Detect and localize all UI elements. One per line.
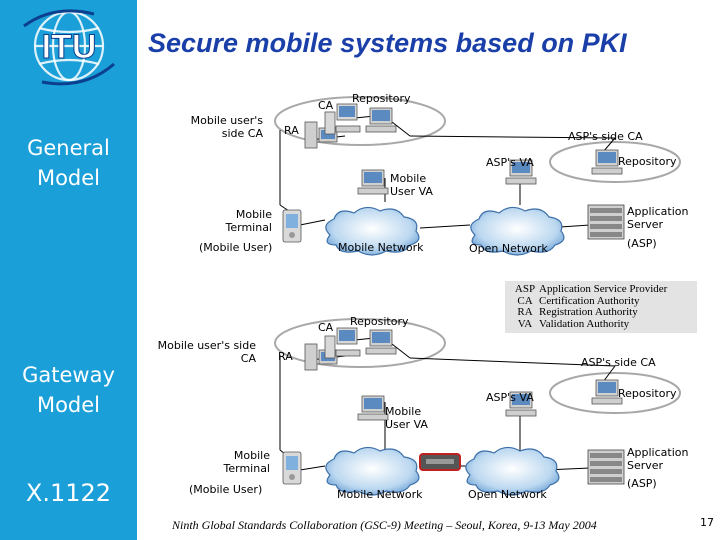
gateway-device-icon bbox=[419, 453, 461, 471]
mobile-terminal-icon bbox=[282, 209, 302, 243]
general-ca-label: CA bbox=[318, 99, 334, 112]
general-model-label: General Model bbox=[27, 136, 110, 190]
general-asps-side-ca-label: ASP's side CA bbox=[568, 130, 643, 143]
gateway-asp-repository-label: Repository bbox=[618, 387, 677, 400]
gateway-ra-label: RA bbox=[278, 350, 293, 363]
application-server-icon bbox=[587, 204, 625, 240]
general-mobile-users-side-ca-label: Mobile user's side CA bbox=[190, 114, 263, 140]
gateway-asp-label: (ASP) bbox=[627, 477, 657, 490]
logo-text: ITU bbox=[42, 28, 97, 66]
page-number: 17 bbox=[700, 516, 714, 529]
gateway-ca-label: CA bbox=[318, 321, 334, 334]
general-asp-label: (ASP) bbox=[627, 237, 657, 250]
itu-logo: ITU bbox=[23, 9, 115, 86]
general-application-server-label: Application Server bbox=[627, 205, 689, 231]
sidebar bbox=[0, 0, 137, 540]
gateway-asps-va-label: ASP's VA bbox=[486, 391, 534, 404]
gateway-open-network-label: Open Network bbox=[468, 488, 547, 501]
gateway-repository-label: Repository bbox=[350, 315, 409, 328]
gateway-mobile-user-label: (Mobile User) bbox=[189, 483, 263, 496]
gateway-asps-side-ca-label: ASP's side CA bbox=[581, 356, 656, 369]
general-mobile-user-label: (Mobile User) bbox=[199, 241, 273, 254]
general-asps-va-label: ASP's VA bbox=[486, 156, 534, 169]
general-asp-repository-label: Repository bbox=[618, 155, 677, 168]
gateway-mobile-terminal-label: Mobile Terminal bbox=[223, 449, 271, 475]
gateway-mobile-user-va-icon bbox=[357, 395, 389, 421]
general-mobile-user-va-label: Mobile User VA bbox=[390, 172, 433, 198]
gateway-application-server-label: Application Server bbox=[627, 446, 689, 472]
gateway-repository-icon bbox=[365, 329, 397, 355]
general-mobile-terminal-label: Mobile Terminal bbox=[225, 208, 273, 234]
footer-text: Ninth Global Standards Collaboration (GS… bbox=[172, 518, 597, 532]
gateway-mobile-network-label: Mobile Network bbox=[337, 488, 423, 501]
gateway-mobile-users-side-ca-label: Mobile user's side CA bbox=[157, 339, 256, 365]
gateway-mobile-user-va-label: Mobile User VA bbox=[385, 405, 428, 431]
gateway-mobile-terminal-icon bbox=[282, 451, 302, 485]
repository-icon bbox=[365, 107, 397, 133]
general-ra-label: RA bbox=[284, 124, 299, 137]
general-mobile-network-label: Mobile Network bbox=[338, 241, 424, 254]
mobile-user-va-icon bbox=[357, 169, 389, 195]
page-title: Secure mobile systems based on PKI bbox=[148, 28, 627, 58]
general-repository-label: Repository bbox=[352, 92, 411, 105]
general-open-network-label: Open Network bbox=[469, 242, 548, 255]
gateway-application-server-icon bbox=[587, 449, 625, 485]
x1122-label: X.1122 bbox=[25, 479, 112, 507]
gateway-model-label: Gateway Model bbox=[22, 363, 115, 417]
